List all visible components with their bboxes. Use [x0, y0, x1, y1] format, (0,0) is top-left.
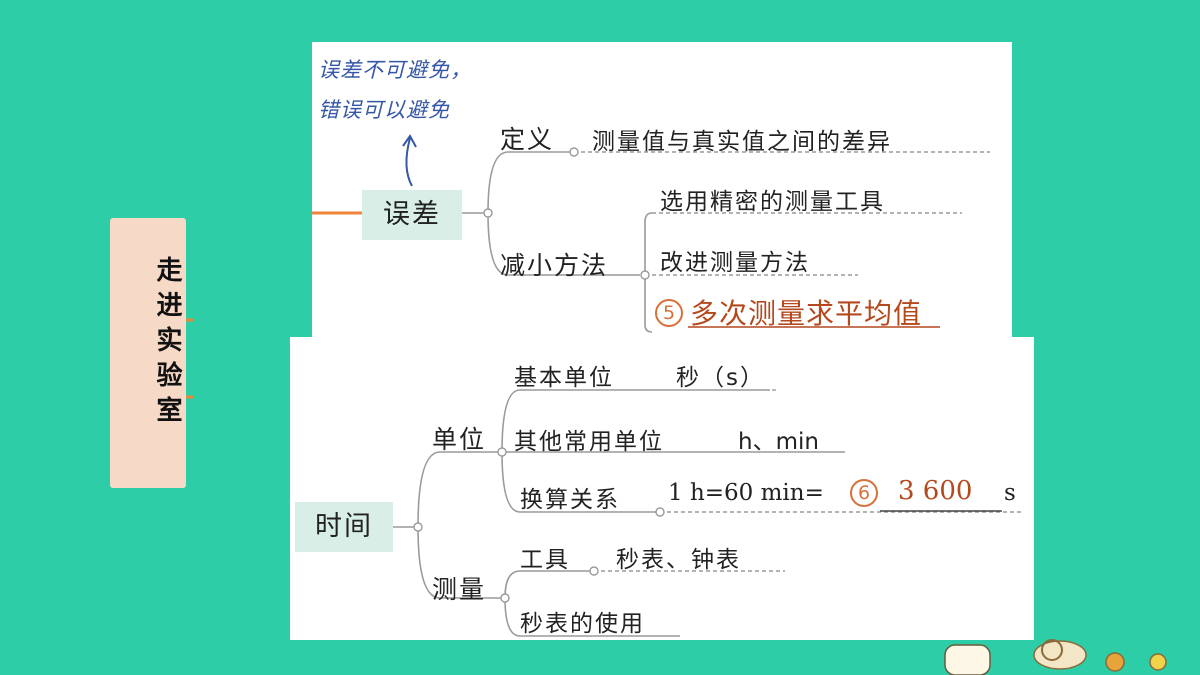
- connector-unit: [417, 451, 500, 528]
- blank-number-badge: 5: [655, 299, 683, 327]
- method-item: 改进测量方法: [660, 250, 810, 276]
- node-dot: [497, 447, 507, 457]
- tool-label: 工具: [520, 547, 570, 573]
- other-units-value: h、min: [738, 429, 819, 455]
- blank-answer-5: 多次测量求平均值: [690, 297, 923, 330]
- node-dot: [569, 147, 579, 157]
- connector-base-unit: [501, 389, 770, 453]
- connector-tool: [504, 570, 592, 599]
- blank-unit: s: [1004, 480, 1016, 506]
- error-root-node: 误差: [362, 190, 462, 240]
- unit-label: 单位: [432, 425, 487, 454]
- definition-text: 测量值与真实值之间的差异: [592, 129, 892, 155]
- note-line-1: 误差不可避免，: [318, 58, 472, 82]
- note-line-2: 错误可以避免: [318, 98, 450, 122]
- node-dot: [640, 270, 650, 280]
- conversion-label: 换算关系: [520, 487, 620, 513]
- node-dot: [483, 208, 493, 218]
- node-dot: [500, 593, 510, 603]
- blank-answer-6: 3 600: [898, 476, 973, 506]
- side-tab: 走进实验室: [110, 218, 186, 488]
- side-tab-label: 走进实验室: [152, 256, 182, 431]
- node-dot: [413, 522, 423, 532]
- connector-reduce: [487, 212, 640, 276]
- snail-decoration: [944, 639, 1167, 675]
- reduce-label: 减小方法: [500, 251, 609, 280]
- time-mindmap-panel: [290, 337, 1034, 640]
- node-dot: [655, 507, 665, 517]
- method-item: 选用精密的测量工具: [660, 189, 885, 215]
- time-root-node: 时间: [295, 502, 393, 552]
- stopwatch-use: 秒表的使用: [520, 611, 645, 637]
- connector-definition: [487, 151, 572, 214]
- connector-conversion: [501, 451, 658, 513]
- conversion-expression: 1 h=60 min=: [668, 480, 824, 506]
- base-unit-value: 秒（s）: [676, 365, 765, 391]
- definition-label: 定义: [500, 125, 555, 154]
- connector-stopwatch: [504, 597, 680, 637]
- base-unit-label: 基本单位: [514, 365, 614, 391]
- note-arrow-head: [402, 134, 417, 148]
- measure-label: 测量: [432, 575, 487, 604]
- other-units-label: 其他常用单位: [514, 429, 664, 455]
- connector-measure: [417, 526, 505, 599]
- blank-number-badge: 6: [850, 479, 878, 507]
- tool-value: 秒表、钟表: [616, 547, 741, 573]
- note-arrow: [405, 137, 413, 187]
- node-dot: [589, 566, 599, 576]
